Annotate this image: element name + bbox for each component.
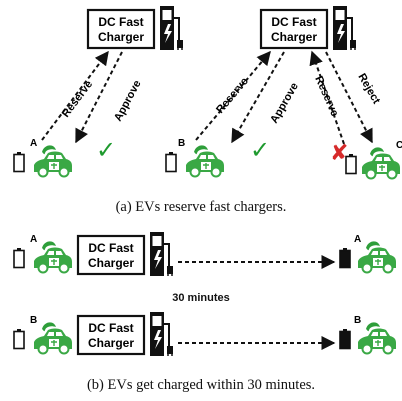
reserve-label-b: Reserve	[214, 75, 251, 116]
green-car-icon	[185, 144, 225, 178]
ev-b: B	[165, 138, 225, 178]
check-mark-icon-b: ✓	[250, 136, 270, 164]
row-a-end-label: A	[354, 234, 361, 245]
green-car-icon	[33, 321, 73, 355]
green-car-icon	[33, 144, 73, 178]
row-a-ev-end: A	[339, 234, 397, 274]
battery-icon	[13, 328, 25, 350]
charger-2-label-line2: Charger	[271, 30, 317, 44]
reserve-arrow-c	[309, 50, 345, 145]
row-b-charger-line2: Charger	[88, 336, 134, 350]
green-car-icon	[361, 146, 401, 180]
charger-1: DC Fast Charger	[86, 4, 185, 52]
battery-full-icon	[343, 248, 347, 251]
charger-1-label-line1: DC Fast	[98, 15, 143, 29]
reserve-arrow-a	[41, 50, 109, 141]
reserve-label-a: Reserve	[60, 78, 95, 119]
row-a-ev-start: A	[13, 234, 73, 274]
reserve-label-c: Reserve	[312, 74, 340, 118]
battery-icon	[13, 247, 25, 269]
row-b-ev-end: B	[339, 315, 397, 355]
reserve-arrow-b	[195, 50, 271, 141]
green-car-icon	[357, 321, 397, 355]
charger-2: DC Fast Charger	[259, 4, 358, 52]
ev-b-label: B	[178, 138, 185, 149]
battery-full-icon	[343, 329, 347, 332]
row-b-charger-line1: DC Fast	[88, 321, 133, 335]
row-a-charger-line2: Charger	[88, 256, 134, 270]
battery-icon	[13, 151, 25, 173]
ev-a: A	[13, 138, 73, 178]
row-b-ev-start: B	[13, 315, 73, 355]
charger-2-label-line1: DC Fast	[271, 15, 316, 29]
ev-c-label: C	[396, 140, 402, 151]
caption-b: (b) EVs get charged within 30 minutes.	[86, 377, 316, 393]
reject-label-c: Reject	[355, 72, 382, 107]
ev-a-label: A	[30, 138, 37, 149]
check-mark-icon-a: ✓	[96, 136, 116, 164]
row-b-charger: DC Fast Charger	[76, 310, 175, 358]
battery-icon	[165, 151, 177, 173]
caption-a: (a) EVs reserve fast chargers.	[115, 199, 287, 215]
green-car-icon	[33, 240, 73, 274]
row-a-start-label: A	[30, 234, 37, 245]
approve-label-b: Approve	[268, 81, 301, 126]
approve-arrow-a	[75, 51, 123, 144]
row-a-charger: DC Fast Charger	[76, 230, 175, 278]
row-a-charger-line1: DC Fast	[88, 241, 133, 255]
approve-label-a: Approve	[112, 78, 144, 123]
row-b-end-label: B	[354, 315, 361, 326]
reject-arrow-c	[325, 51, 373, 144]
cross-mark-icon-c: ✘	[330, 141, 348, 166]
green-car-icon	[357, 240, 397, 274]
charger-1-label-line2: Charger	[98, 30, 144, 44]
row-b-start-label: B	[30, 315, 37, 326]
approve-arrow-b	[231, 51, 285, 144]
duration-label: 30 minutes	[172, 292, 230, 304]
ev-c: C	[345, 140, 402, 180]
